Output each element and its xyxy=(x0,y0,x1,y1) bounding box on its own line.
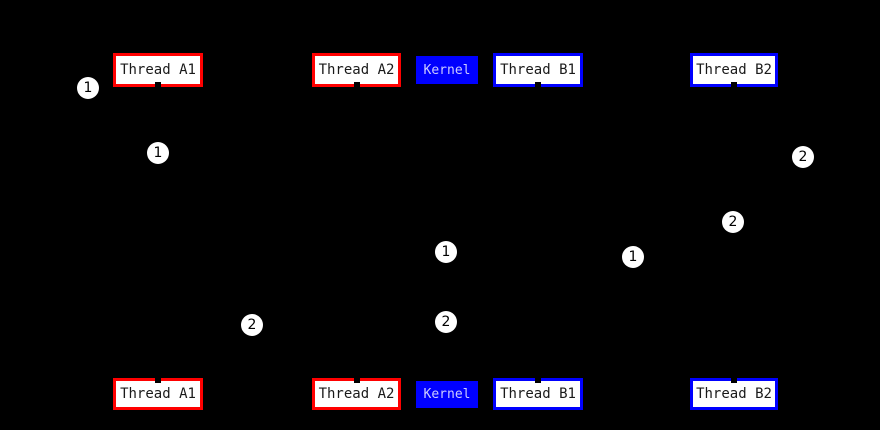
lifeline-notch xyxy=(731,378,737,383)
thread-box-label: Thread A1 xyxy=(120,386,196,402)
lifeline-notch xyxy=(535,82,541,87)
callout-1: 1 xyxy=(622,246,644,268)
thread-box-thread-a2-bottom: Thread A2 xyxy=(312,378,401,410)
lifeline-notch xyxy=(353,82,360,87)
callout-1: 1 xyxy=(77,77,99,99)
thread-box-label: Thread A2 xyxy=(318,386,395,402)
thread-box-label: Thread B2 xyxy=(696,386,772,402)
thread-box-thread-b2-bottom: Thread B2 xyxy=(690,378,778,410)
thread-box-label: Thread B1 xyxy=(500,386,576,402)
thread-box-label: Kernel xyxy=(423,387,471,402)
thread-box-label: Thread A2 xyxy=(318,62,395,78)
thread-box-thread-b1-bottom: Thread B1 xyxy=(493,378,583,410)
callout-1: 1 xyxy=(435,241,457,263)
lifeline-notch xyxy=(155,378,161,383)
thread-box-thread-a2-top: Thread A2 xyxy=(312,53,401,87)
thread-box-label: Thread B2 xyxy=(696,62,772,78)
thread-box-label: Kernel xyxy=(423,62,471,78)
thread-box-label: Thread B1 xyxy=(500,62,576,78)
lifeline-notch xyxy=(731,82,737,87)
lifeline-notch xyxy=(353,378,360,383)
lifeline-notch xyxy=(535,378,541,383)
callout-1: 1 xyxy=(147,142,169,164)
lifeline-notch xyxy=(155,82,161,87)
thread-box-thread-a1-top: Thread A1 xyxy=(113,53,203,87)
thread-box-thread-a1-bottom: Thread A1 xyxy=(113,378,203,410)
thread-box-kernel-bottom: Kernel xyxy=(416,381,478,408)
callout-2: 2 xyxy=(722,211,744,233)
thread-box-thread-b2-top: Thread B2 xyxy=(690,53,778,87)
thread-box-kernel-top: Kernel xyxy=(416,56,478,84)
callout-2: 2 xyxy=(241,314,263,336)
thread-box-label: Thread A1 xyxy=(120,62,196,78)
thread-box-thread-b1-top: Thread B1 xyxy=(493,53,583,87)
callout-2: 2 xyxy=(435,311,457,333)
callout-2: 2 xyxy=(792,146,814,168)
